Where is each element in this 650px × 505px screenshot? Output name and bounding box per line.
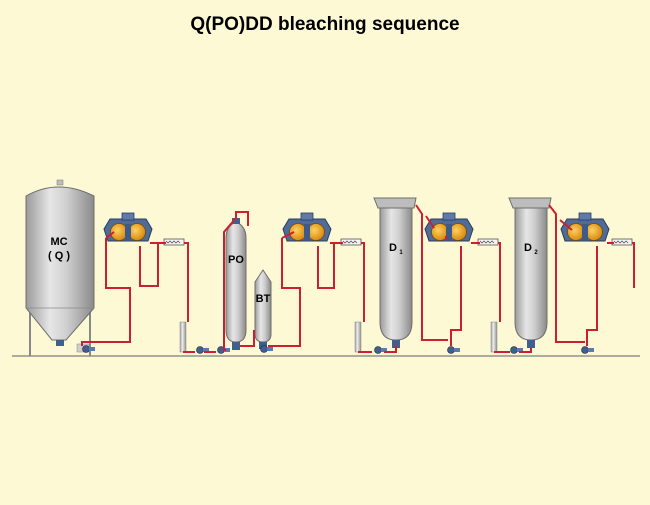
d1-subscript: 1 (399, 250, 403, 256)
diagram-title: Q(PO)DD bleaching sequence (190, 14, 460, 35)
bt-tower: BT (254, 269, 272, 349)
standpipe-2 (354, 321, 362, 353)
po-tower: PO (225, 218, 247, 350)
pump-6 (447, 346, 461, 354)
screw-conveyor-2 (340, 238, 362, 246)
screw-conveyor-3 (477, 238, 499, 246)
d1-tower: D 1 (373, 197, 417, 348)
standpipe-1 (179, 321, 187, 353)
pump-1 (82, 345, 96, 353)
mc-label: MC (50, 236, 67, 248)
po-label: PO (228, 254, 244, 266)
screw-conveyor-1 (163, 238, 185, 246)
d1-label: D (389, 242, 397, 254)
d2-label: D (524, 242, 532, 254)
washer-2 (282, 212, 332, 242)
standpipe-3 (490, 321, 498, 353)
d2-tower: D 2 (508, 197, 552, 348)
d2-subscript: 2 (534, 250, 538, 256)
washer-1 (103, 212, 153, 242)
pump-8 (581, 346, 595, 354)
mc-sub-label: ( Q ) (48, 250, 70, 262)
bt-label: BT (256, 293, 271, 305)
pulp-pipes (81, 204, 635, 353)
mc-tower: MC ( Q ) (25, 179, 95, 356)
screw-conveyor-4 (611, 238, 633, 246)
